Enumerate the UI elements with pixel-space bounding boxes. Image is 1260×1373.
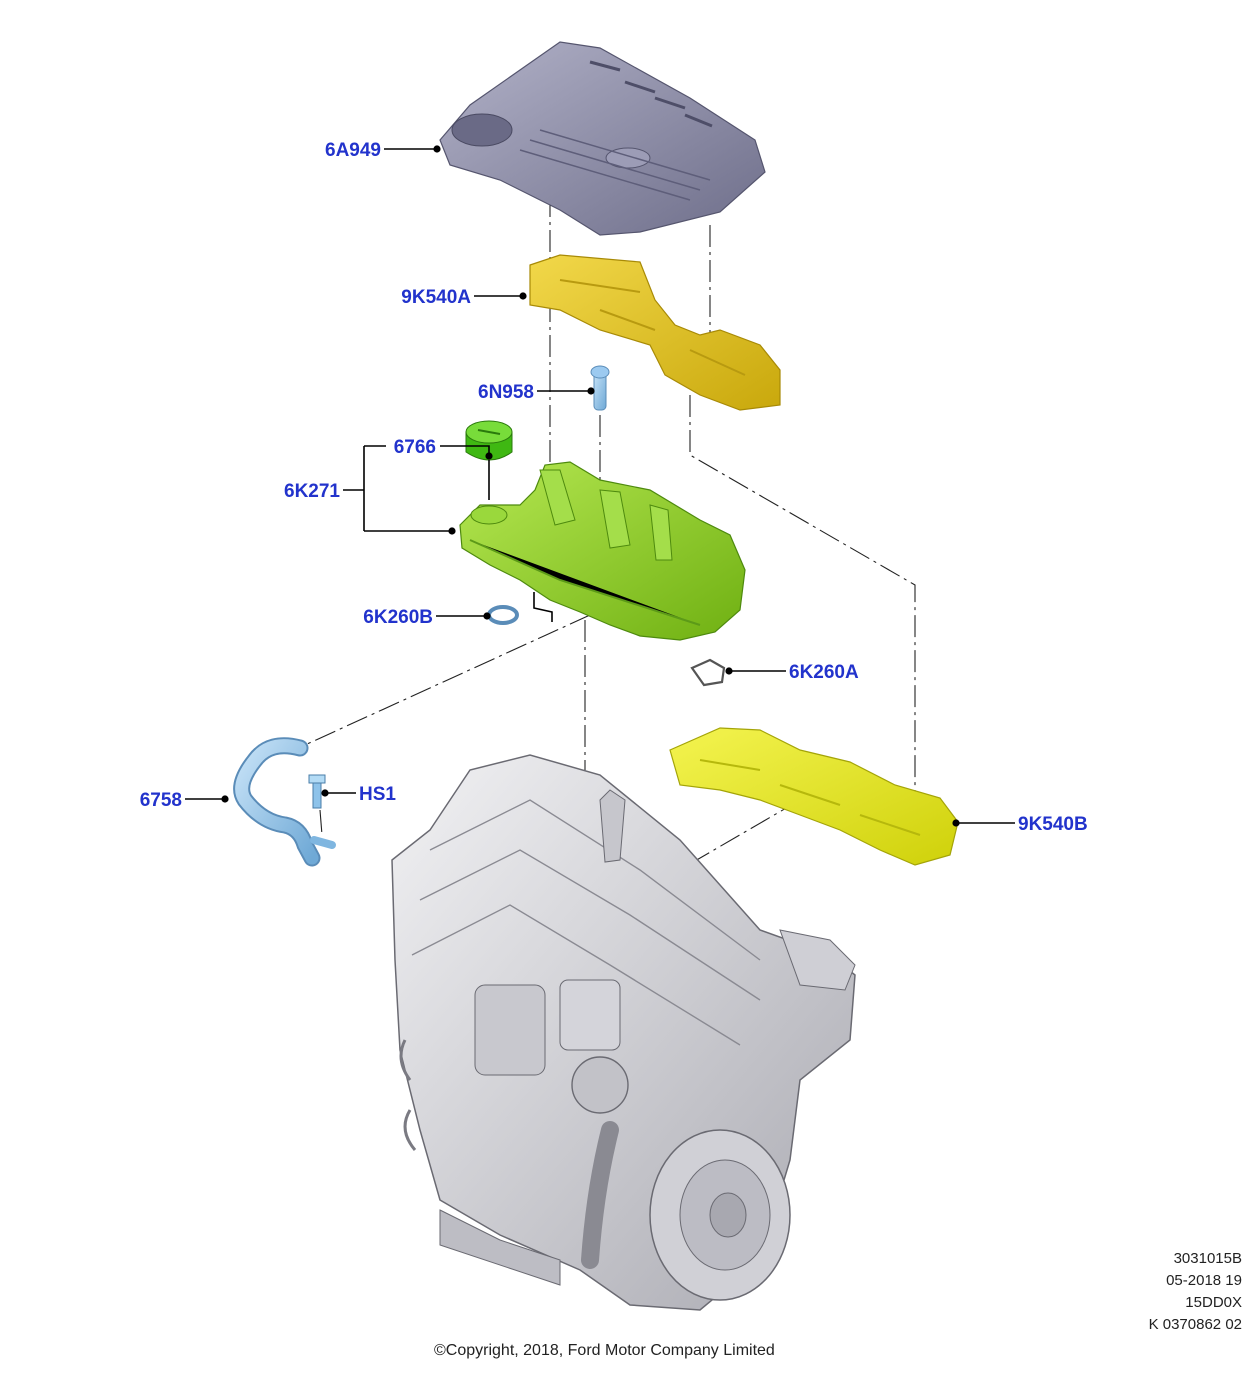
upper-insulator-part[interactable] bbox=[529, 254, 781, 411]
callout-6k260b[interactable]: 6K260B bbox=[363, 607, 433, 628]
callout-hs1[interactable]: HS1 bbox=[359, 784, 396, 805]
callout-6n958[interactable]: 6N958 bbox=[478, 382, 534, 403]
illustration-reference: K 0370862 02 bbox=[1148, 1316, 1242, 1333]
valve-cover-part[interactable] bbox=[459, 461, 746, 641]
lower-insulator-part[interactable] bbox=[669, 727, 959, 866]
callout-9k540b[interactable]: 9K540B bbox=[1018, 814, 1088, 835]
bolt-part[interactable] bbox=[308, 774, 326, 809]
engine-cover-part[interactable] bbox=[439, 41, 766, 236]
illustration-code: 15DD0X bbox=[1185, 1294, 1242, 1311]
illustration-id: 3031015B bbox=[1173, 1250, 1242, 1267]
callout-6758[interactable]: 6758 bbox=[140, 790, 182, 811]
stud-part[interactable] bbox=[590, 365, 610, 411]
callout-9k540a[interactable]: 9K540A bbox=[401, 287, 471, 308]
engine-assembly bbox=[391, 754, 856, 1311]
callout-6k271[interactable]: 6K271 bbox=[284, 481, 340, 502]
callout-6a949[interactable]: 6A949 bbox=[325, 140, 381, 161]
gasket-part[interactable] bbox=[690, 658, 726, 687]
leader-lines bbox=[185, 145, 1015, 827]
callout-6k260a[interactable]: 6K260A bbox=[789, 662, 859, 683]
callout-6766[interactable]: 6766 bbox=[394, 437, 436, 458]
illustration-metadata: 3031015B 05-2018 19 15DD0X K 0370862 02 bbox=[1149, 1248, 1242, 1336]
illustration-date: 05-2018 19 bbox=[1166, 1272, 1242, 1289]
seal-part[interactable] bbox=[487, 605, 519, 625]
copyright-notice: ©Copyright, 2018, Ford Motor Company Lim… bbox=[434, 1342, 775, 1359]
breather-hose-part[interactable] bbox=[233, 737, 336, 867]
